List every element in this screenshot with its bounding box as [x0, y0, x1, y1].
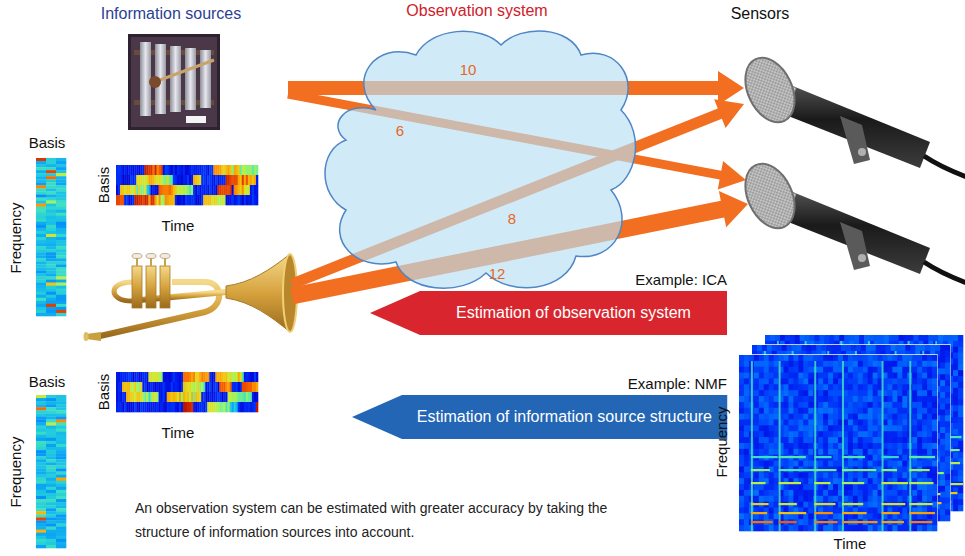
figure-stage: Observation systemExample: ICAEstimation…: [0, 0, 965, 556]
